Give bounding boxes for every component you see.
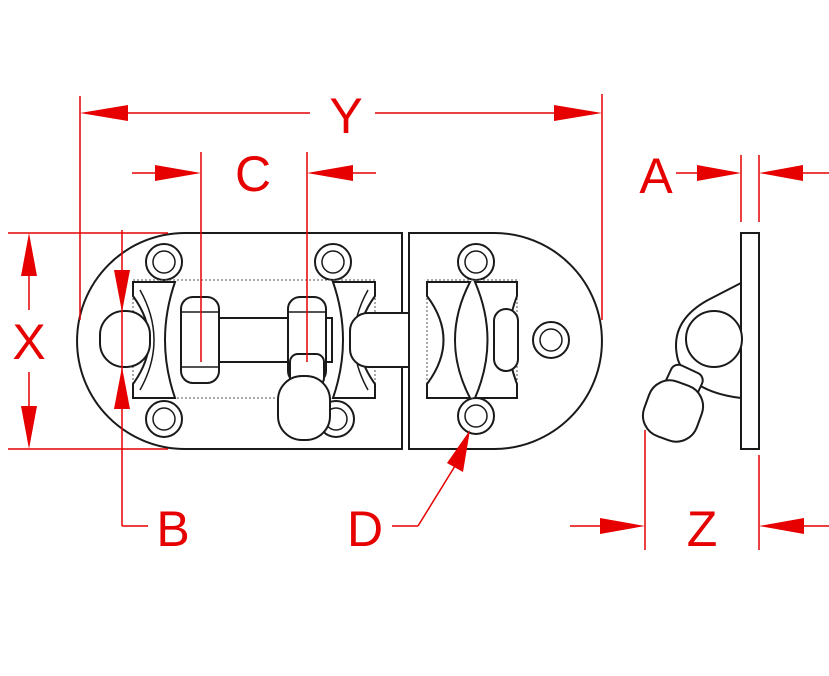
dimension-a: A [639,148,829,222]
dimension-label-d: D [347,501,383,557]
dimension-x: X [8,232,168,450]
dimension-label-y: Y [329,88,362,144]
mounting-hole-top-left [145,243,183,281]
bolt-handle-knob [277,353,331,441]
dimension-label-x: X [12,314,45,370]
mounting-hole-top-right [314,243,352,281]
side-handle-knob [641,363,705,443]
dimension-z: Z [570,430,829,557]
side-view [641,232,760,450]
dimension-label-b: B [156,501,189,557]
dimension-label-z: Z [687,501,718,557]
main-plate [76,232,447,450]
mounting-hole-keeper-bottom [457,397,495,435]
mounting-hole-keeper-top [457,243,495,281]
mounting-hole-keeper-end [532,321,570,359]
bolt-collar-left [180,296,220,384]
bolt-tip [99,310,151,368]
side-plate [740,232,760,450]
keeper-bracket [426,281,472,399]
dimension-b: B [114,230,190,557]
mounting-hole-bottom-left [145,400,183,438]
dimension-y: Y [79,88,603,320]
keeper-plate [408,232,603,450]
dimension-label-c: C [235,146,271,202]
dimension-label-a: A [639,148,673,204]
dimension-c: C [132,146,376,362]
side-bolt-section [685,310,743,368]
dimension-d: D [347,430,470,557]
